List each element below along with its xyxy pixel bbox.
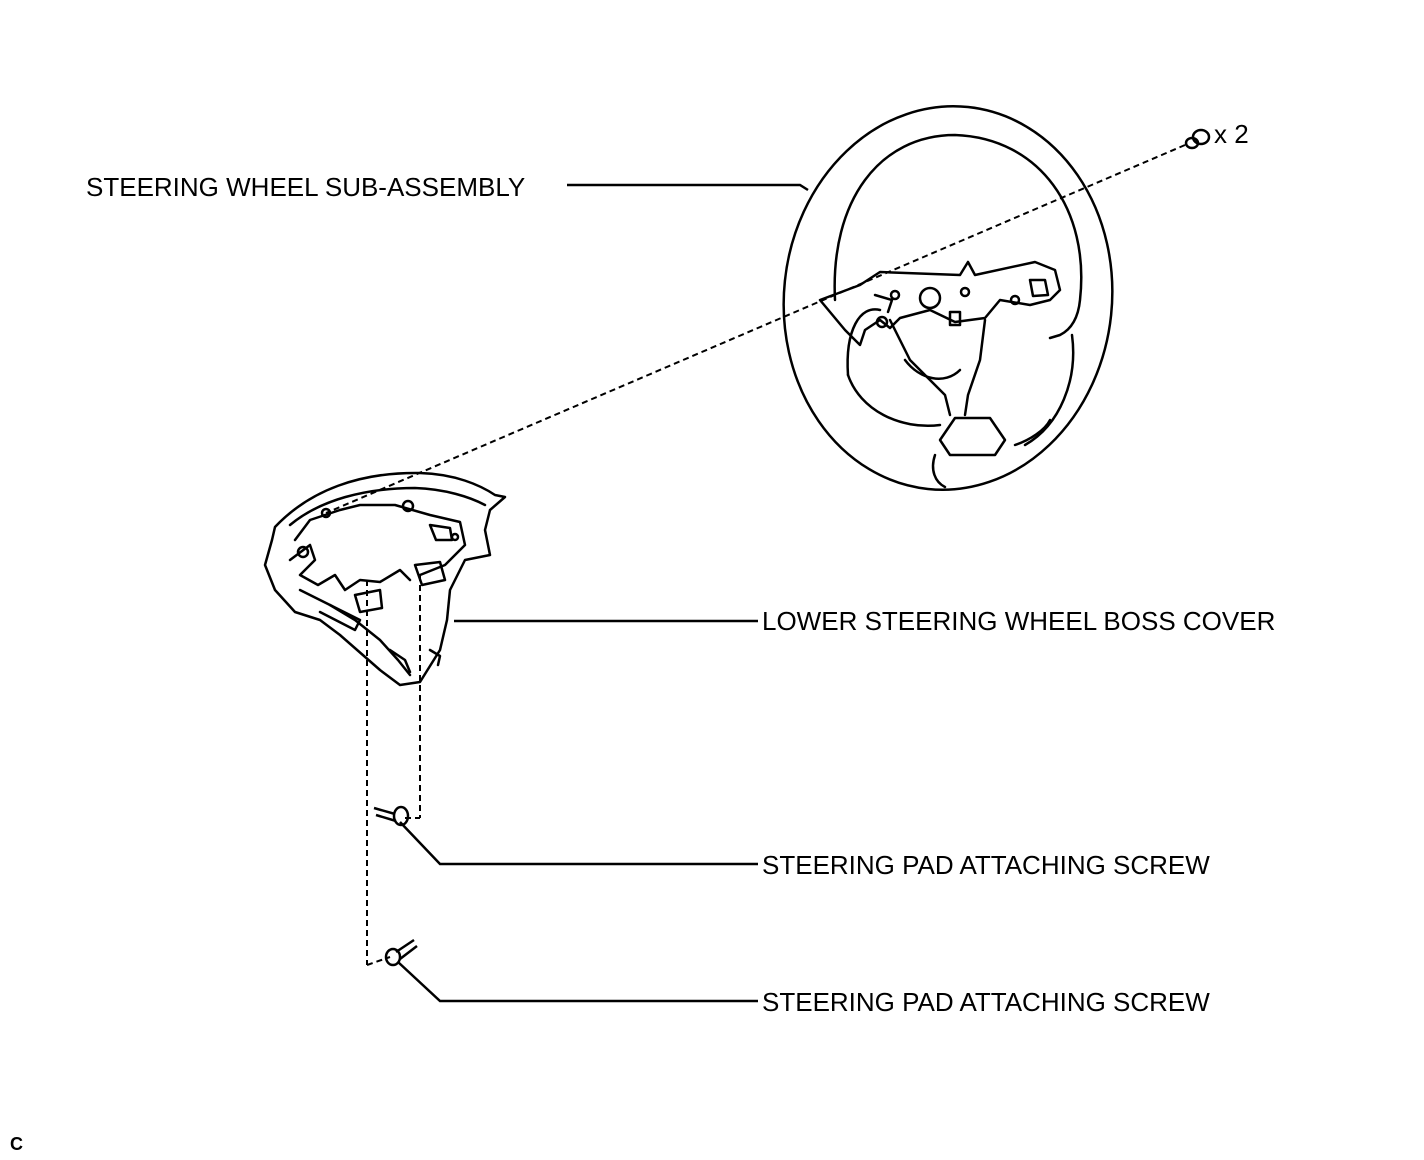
screw-quantity-drawing — [1184, 128, 1211, 150]
boss-cover-label: LOWER STEERING WHEEL BOSS COVER — [762, 606, 1276, 636]
corner-code: C — [10, 1134, 23, 1154]
quantity-label: x 2 — [1214, 119, 1249, 149]
leader-lines — [397, 183, 809, 1003]
screw-1-label: STEERING PAD ATTACHING SCREW — [762, 850, 1210, 880]
screw-2-drawing — [384, 938, 418, 967]
screw-1-drawing — [373, 805, 410, 827]
steering-wheel-drawing — [782, 105, 1114, 491]
steering-wheel-label: STEERING WHEEL SUB-ASSEMBLY — [86, 172, 526, 202]
screw-2-label: STEERING PAD ATTACHING SCREW — [762, 987, 1210, 1017]
boss-cover-drawing — [263, 471, 507, 687]
alignment-lines — [325, 144, 1186, 966]
